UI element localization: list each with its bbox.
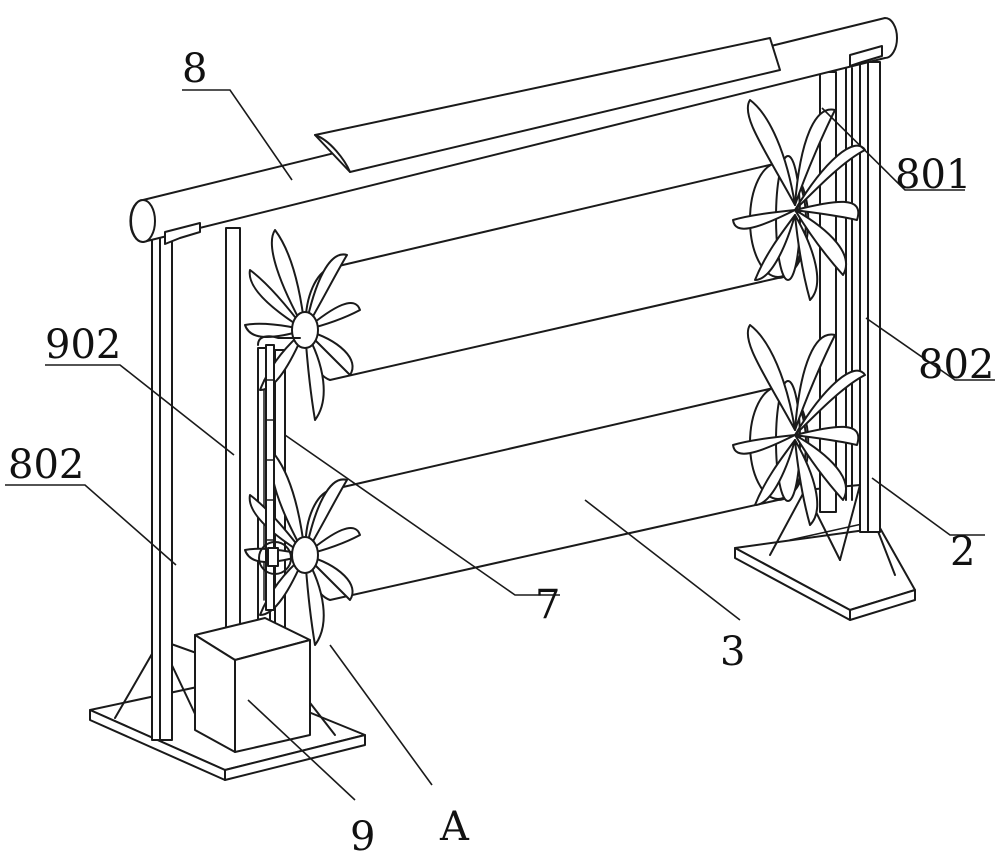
upper-drum xyxy=(304,155,810,381)
label-motor-box: 9 xyxy=(350,814,375,860)
label-vertical-rod: 7 xyxy=(535,582,560,628)
motor-box xyxy=(194,617,311,753)
left-rack xyxy=(257,335,301,611)
label-left-post: 802 xyxy=(8,442,84,488)
left-upper-fan xyxy=(244,229,361,421)
leader-lines xyxy=(5,89,995,801)
lower-drum xyxy=(304,380,810,601)
label-right-end-fan: 2 xyxy=(950,529,975,575)
top-bar xyxy=(129,17,898,245)
label-detail-a: A xyxy=(439,804,470,850)
right-lower-fan xyxy=(732,324,866,526)
label-lower-drum: 3 xyxy=(720,629,745,675)
label-right-bracket: 801 xyxy=(895,152,971,198)
label-left-rack: 902 xyxy=(45,322,121,368)
label-top-bar: 8 xyxy=(182,46,207,92)
right-upper-fan xyxy=(732,99,866,301)
label-right-post: 802 xyxy=(918,342,994,388)
